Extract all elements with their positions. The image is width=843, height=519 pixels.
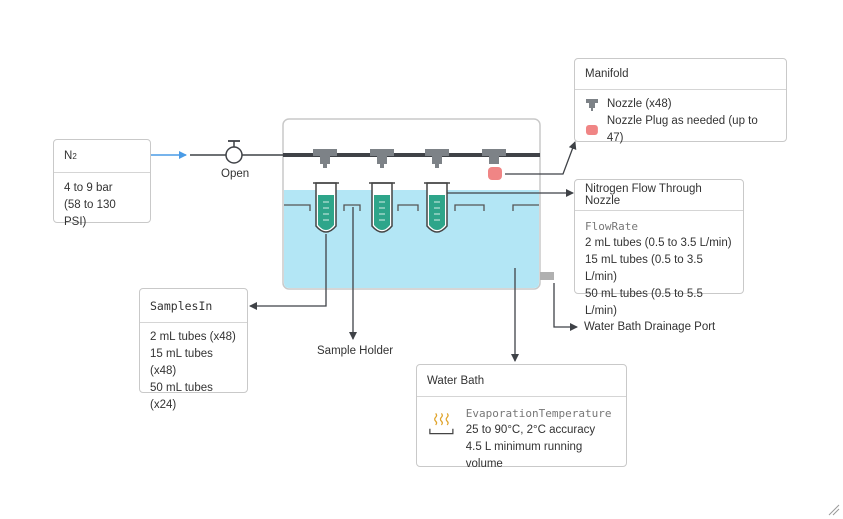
samples-2ml: 2 mL tubes (x48) (150, 331, 236, 343)
water-bath-title: Water Bath (417, 365, 626, 397)
nozzle-icon (425, 149, 449, 168)
water-fill (284, 190, 539, 288)
flowrate-code: FlowRate (585, 220, 638, 233)
drainage-port (540, 272, 554, 280)
nozzle-icon (313, 149, 337, 168)
heat-icon (429, 413, 454, 435)
evaporation-code: EvaporationTemperature (465, 407, 612, 420)
plug-icon (488, 167, 502, 180)
nozzle-icon (586, 98, 598, 111)
plug-count: Nozzle Plug as needed (up to 47) (606, 115, 758, 144)
manifold-bar (283, 153, 540, 157)
sample-tube-icon (313, 182, 339, 233)
manifold-item-nozzle: Nozzle (x48) (585, 96, 776, 113)
plug-icon (585, 125, 598, 135)
water-bath-tank (282, 118, 541, 290)
sample-tube-icon (424, 182, 450, 233)
n2-pressure-bar: 4 to 9 bar (64, 182, 113, 194)
samples-code: SamplesIn (140, 289, 247, 323)
flowrate-15ml: 15 mL tubes (0.5 to 3.5 L/min) (585, 254, 703, 283)
manifold-item-plug: Nozzle Plug as needed (up to 47) (585, 113, 776, 147)
samples-15ml: 15 mL tubes (x48) (150, 348, 213, 377)
valve-label: Open (221, 168, 250, 180)
nozzle-count: Nozzle (x48) (607, 98, 672, 110)
sample-holder-rails (284, 204, 539, 211)
sample-tube-icon (369, 182, 395, 233)
manifold-connector (505, 141, 577, 175)
n2-title-main: N (64, 150, 73, 162)
nozzle-icon (482, 149, 506, 164)
resize-grip-icon[interactable] (828, 504, 840, 516)
sample-holder-label: Sample Holder (317, 345, 394, 357)
drain-connector (553, 283, 578, 331)
samples-card: SamplesIn 2 mL tubes (x48) 15 mL tubes (… (139, 288, 248, 411)
flowrate-2ml: 2 mL tubes (0.5 to 3.5 L/min) (585, 237, 732, 249)
bath-volume: 4.5 L minimum running volume (465, 441, 583, 470)
water-bath-card: Water Bath EvaporationTemperature 25 to … (416, 364, 627, 470)
drainage-port-label: Water Bath Drainage Port (584, 321, 716, 333)
nitrogen-title: Nitrogen Flow Through Nozzle (575, 180, 743, 211)
valve-icon (225, 140, 243, 164)
bath-temperature: 25 to 90°C, 2°C accuracy (465, 424, 596, 436)
nozzle-icon (370, 149, 394, 168)
manifold-title: Manifold (575, 59, 786, 90)
samples-connector (249, 234, 327, 310)
n2-title-sub: 2 (72, 151, 77, 161)
n2-pressure-psi: (58 to 130 PSI) (64, 199, 116, 228)
manifold-card: Manifold Nozzle (x48) Nozzle Plug as nee… (574, 58, 787, 144)
samples-50ml: 50 mL tubes (x24) (150, 382, 213, 411)
flowrate-50ml: 50 mL tubes (0.5 to 5.5 L/min) (585, 288, 703, 317)
nitrogen-flow-card: Nitrogen Flow Through Nozzle FlowRate 2 … (574, 179, 744, 317)
